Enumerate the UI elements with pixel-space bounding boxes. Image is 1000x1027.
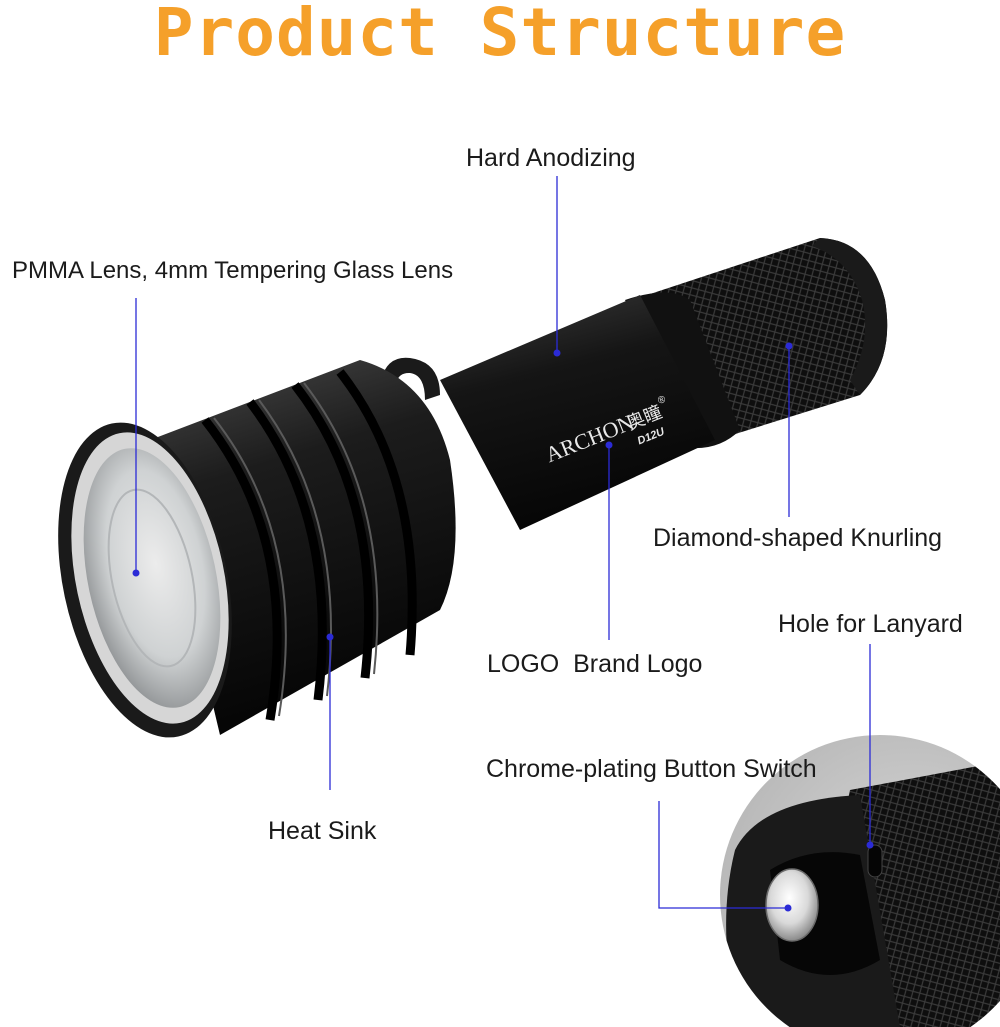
label-brand-logo: LOGO Brand Logo bbox=[487, 650, 703, 678]
label-lens: PMMA Lens, 4mm Tempering Glass Lens bbox=[12, 257, 454, 284]
leader-dots bbox=[132, 342, 874, 912]
flashlight-body bbox=[58, 238, 888, 738]
page-title: Product Structure bbox=[153, 0, 847, 71]
leader-lines bbox=[135, 176, 871, 909]
label-button-switch: Chrome-plating Button Switch bbox=[486, 755, 817, 783]
label-knurling: Diamond-shaped Knurling bbox=[653, 524, 943, 552]
tail-inset bbox=[720, 735, 1000, 1027]
label-hard-anodizing: Hard Anodizing bbox=[466, 144, 636, 172]
label-lanyard-hole: Hole for Lanyard bbox=[778, 610, 963, 638]
brand-reg: ® bbox=[656, 394, 668, 407]
label-heat-sink: Heat Sink bbox=[268, 817, 377, 845]
